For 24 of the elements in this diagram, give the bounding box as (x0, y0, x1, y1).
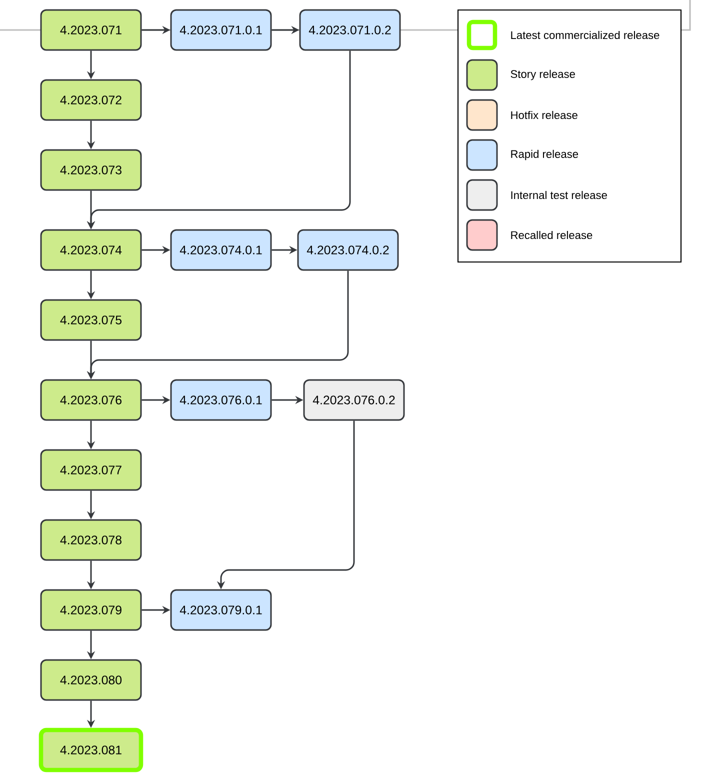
release-box: 4.2023.076 (40, 379, 142, 421)
release-box: 4.2023.076.0.1 (170, 379, 272, 421)
release-box: 4.2023.072 (40, 79, 142, 121)
legend-label: Hotfix release (511, 110, 578, 120)
release-box: 4.2023.075 (40, 299, 142, 341)
legend-label: Internal test release (511, 190, 607, 200)
release-box: 4.2023.074 (40, 229, 142, 271)
release-box: 4.2023.073 (40, 149, 142, 191)
legend-label: Story release (510, 70, 575, 80)
legend-label: Recalled release (511, 230, 592, 240)
release-box: 4.2023.074.0.2 (297, 229, 399, 271)
highlighted-release-box: 4.2023.081 (38, 728, 144, 772)
legend-label: Rapid release (511, 150, 578, 160)
release-box: 4.2023.079.0.1 (170, 589, 272, 631)
release-box: 4.2023.079 (40, 589, 142, 631)
release-box: 4.2023.071 (40, 9, 142, 51)
release-box: 4.2023.076.0.2 (303, 379, 405, 421)
release-box: 4.2023.074.0.1 (170, 229, 272, 271)
release-box: 4.2023.080 (40, 659, 142, 701)
release-box: 4.2023.078 (40, 519, 142, 561)
release-box: 4.2023.071.0.2 (299, 9, 401, 51)
release-box: 4.2023.077 (40, 449, 142, 491)
release-box: 4.2023.071.0.1 (170, 9, 272, 51)
legend-label: Latest commercialized release (511, 30, 660, 40)
